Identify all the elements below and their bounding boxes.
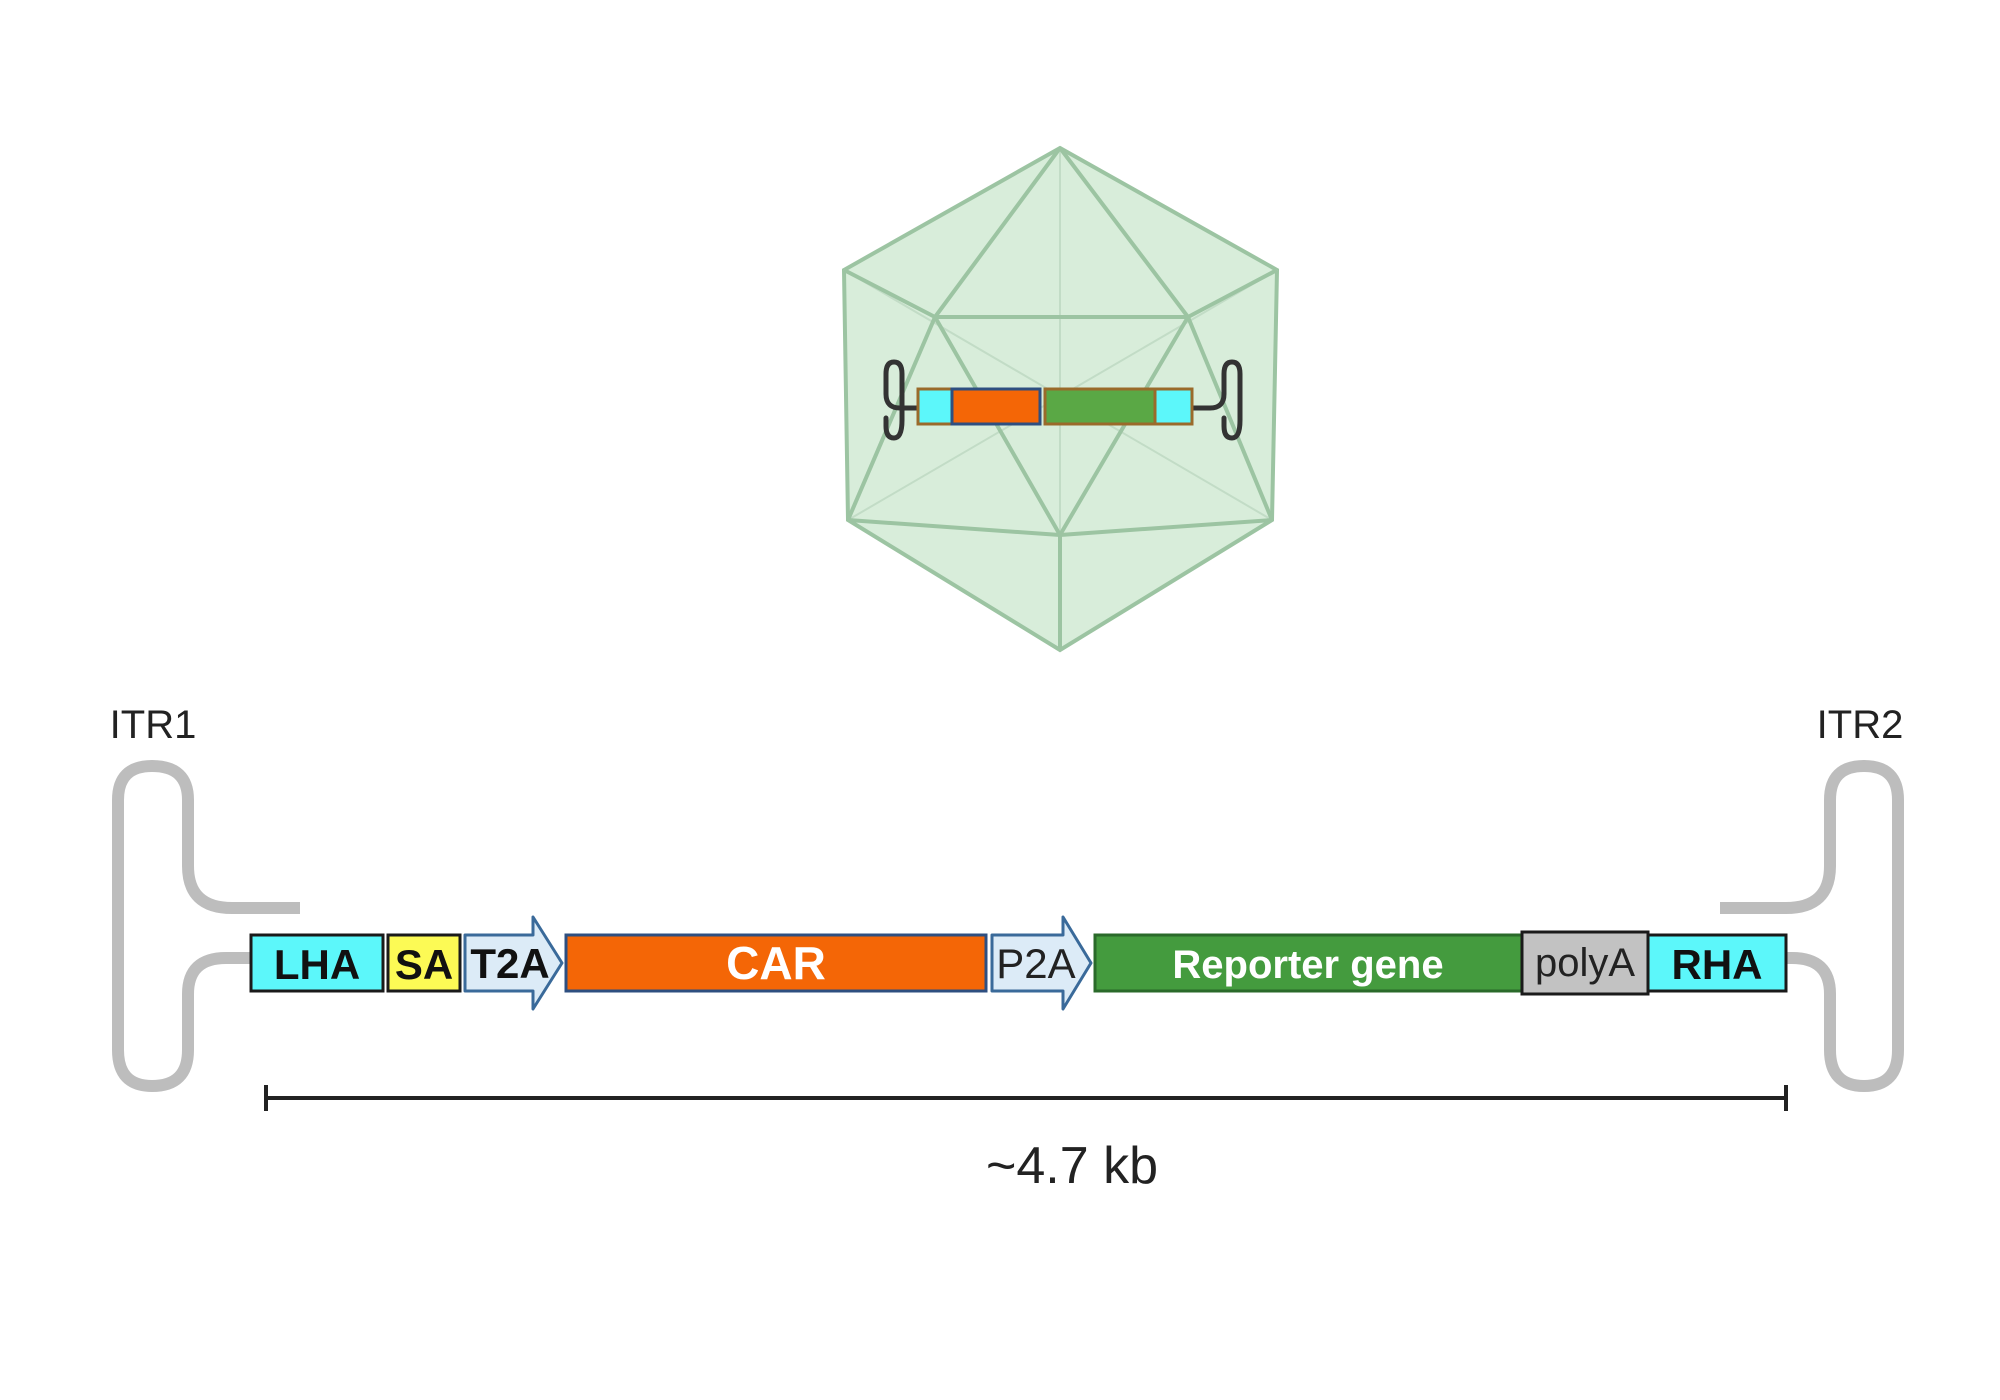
itr2-label: ITR2 bbox=[1817, 703, 1904, 747]
mini-reporter bbox=[1043, 387, 1157, 426]
packaged-genome bbox=[883, 359, 1243, 441]
size-label: ~4.7 kb bbox=[986, 1137, 1158, 1195]
itr1-label: ITR1 bbox=[110, 703, 197, 747]
car-label: CAR bbox=[726, 937, 826, 989]
p2a-label: P2A bbox=[996, 940, 1075, 987]
reporter-box bbox=[1093, 933, 1524, 993]
mini-itr-left bbox=[883, 359, 921, 441]
mini-itr-right bbox=[1189, 359, 1243, 441]
mini-car bbox=[950, 387, 1042, 426]
itr2-hairpin bbox=[1720, 760, 1904, 1092]
polya-label: polyA bbox=[1535, 941, 1635, 985]
sa-label: SA bbox=[395, 941, 453, 988]
size-scale-bar bbox=[264, 1085, 1788, 1111]
rha-box bbox=[1646, 933, 1788, 993]
lha-label: LHA bbox=[274, 941, 360, 988]
mini-rha bbox=[1153, 387, 1194, 426]
reporter-label: Reporter gene bbox=[1172, 943, 1443, 987]
aav-capsid bbox=[841, 145, 1280, 653]
car-box bbox=[564, 933, 988, 993]
capsid-front-edges bbox=[843, 146, 1278, 650]
p2a-arrow bbox=[990, 915, 1093, 1011]
sa-box bbox=[386, 933, 462, 993]
mini-lha bbox=[916, 387, 954, 426]
lha-box bbox=[249, 933, 385, 993]
transgene-construct: ITR1 ITR2 LHA SA T2A CAR P2A Reporter ge… bbox=[110, 703, 1904, 1195]
polya-box bbox=[1520, 930, 1650, 996]
t2a-arrow bbox=[463, 915, 564, 1011]
t2a-label: T2A bbox=[470, 940, 549, 987]
itr1-hairpin bbox=[112, 760, 300, 1092]
rha-label: RHA bbox=[1672, 941, 1763, 988]
